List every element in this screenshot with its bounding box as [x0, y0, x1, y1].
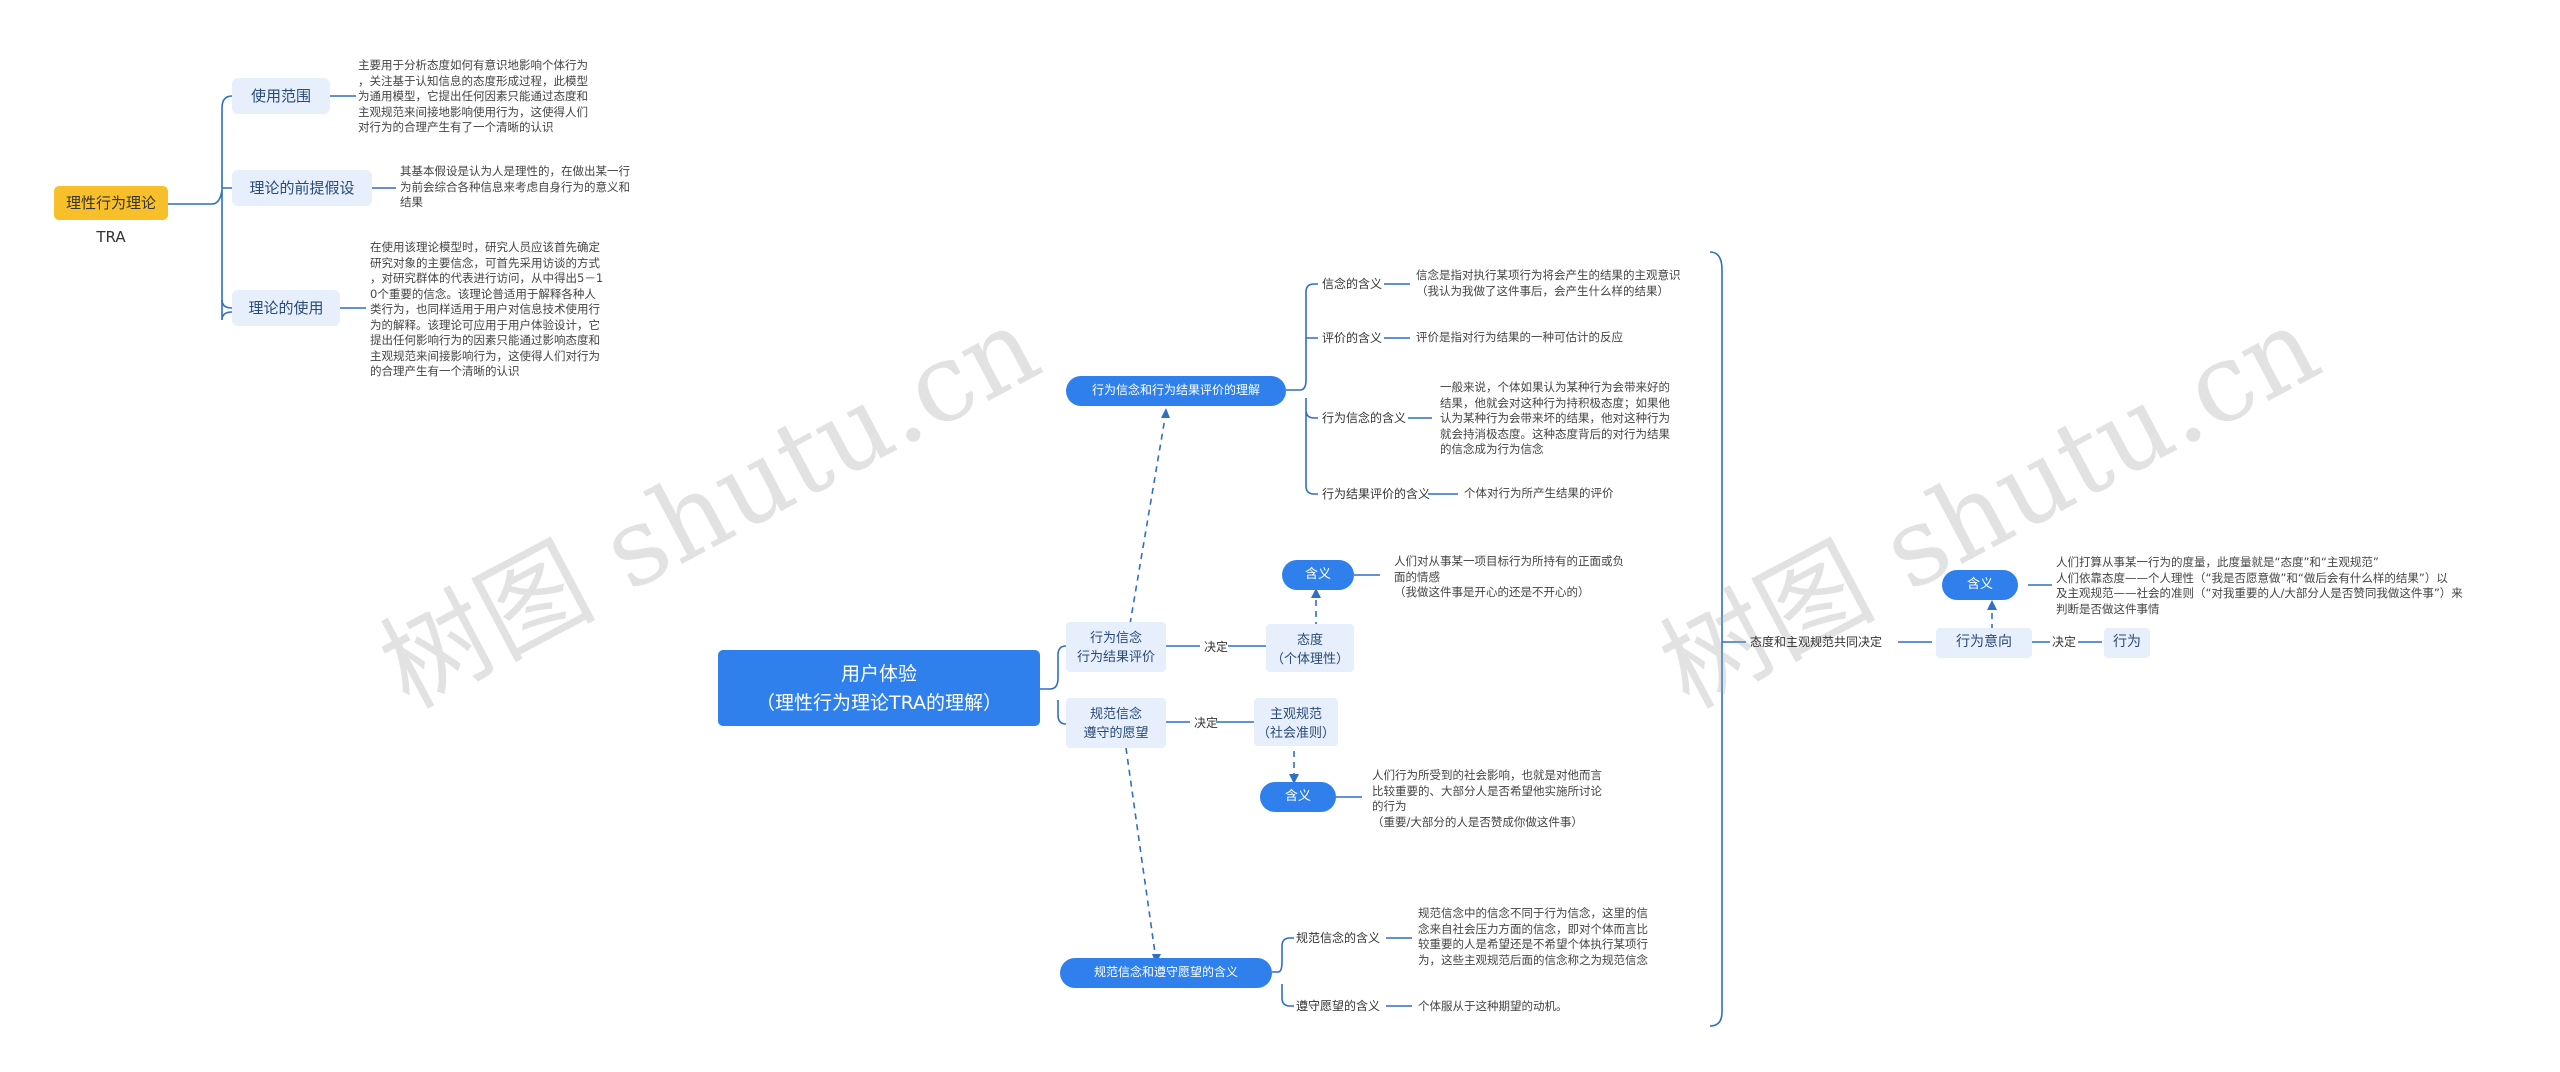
branch-premise-text: 其基本假设是认为人是理性的，在做出某一行 为前会综合各种信息来考虑自身行为的意义… [400, 164, 630, 209]
attitude-meaning-pill[interactable]: 含义 [1282, 560, 1354, 590]
norm-group-text-belief: 规范信念中的信念不同于行为信念，这里的信 念来自社会压力方面的信念，即对个体而言… [1418, 906, 1648, 967]
branch-premise[interactable]: 理论的前提假设 [232, 170, 372, 206]
decide-label: 决定 [1204, 640, 1229, 654]
understanding-text-outcome: 个体对行为所产生结果的评价 [1464, 486, 1614, 500]
norm-group-label-belief: 规范信念的含义 [1296, 931, 1381, 945]
intent-meaning-pill[interactable]: 含义 [1942, 570, 2018, 600]
understanding-label-behavior: 行为信念的含义 [1322, 411, 1407, 425]
norm-group-text-comply: 个体服从于这种期望的动机。 [1418, 999, 1568, 1013]
node-understanding[interactable]: 行为信念和行为结果评价的理解 [1066, 376, 1286, 406]
connector-right-bracket [1709, 251, 1723, 1027]
understanding-text-behavior: 一般来说，个体如果认为某种行为会带来好的 结果，他就会对这种行为持积极态度；如果… [1440, 380, 1670, 456]
intent-meaning-text: 人们打算从事某一行为的度量，此度量就是“态度”和“主观规范” 人们依靠态度——个… [2056, 555, 2463, 616]
arrow-head [1987, 600, 1997, 610]
node-behavior[interactable]: 行为 [2104, 628, 2150, 658]
attitude-meaning-text: 人们对从事某一项目标行为所持有的正面或负 面的情感 （我做这件事是开心的还是不开… [1394, 554, 1624, 599]
joint-decision-label: 态度和主观规范共同决定 [1750, 635, 1883, 649]
dashed-norm-group [1125, 747, 1157, 961]
connector-root [1040, 645, 1070, 725]
arrow-head [1161, 408, 1170, 418]
node-normative-belief[interactable]: 规范信念 遵守的愿望 [1066, 698, 1166, 748]
decide-label: 决定 [2052, 635, 2077, 649]
norm-meaning-text: 人们行为所受到的社会影响，也就是对他而言 比较重要的、大部分人是否希望他实施所讨… [1372, 768, 1602, 829]
branch-scope-text: 主要用于分析态度如何有意识地影响个体行为 ，关注基于认知信息的态度形成过程，此模… [358, 58, 588, 134]
topic-tra[interactable]: 理性行为理论TRA [54, 186, 168, 246]
connector-understanding [1286, 283, 1318, 495]
understanding-text-eval: 评价是指对行为结果的一种可估计的反应 [1416, 330, 1623, 344]
understanding-label-outcome: 行为结果评价的含义 [1322, 487, 1431, 501]
root-topic[interactable]: 用户体验 （理性行为理论TRA的理解） [718, 650, 1040, 726]
norm-group-label-comply: 遵守愿望的含义 [1296, 999, 1381, 1013]
node-behavior-belief[interactable]: 行为信念 行为结果评价 [1066, 622, 1166, 672]
understanding-text-belief: 信念是指对执行某项行为将会产生的结果的主观意识 （我认为我做了这件事后，会产生什… [1416, 268, 1681, 298]
norm-meaning-pill[interactable]: 含义 [1260, 782, 1336, 812]
arrow-head [1289, 774, 1299, 784]
arrow-head [1311, 588, 1321, 598]
branch-scope[interactable]: 使用范围 [232, 78, 330, 114]
dashed-belief-understanding [1129, 411, 1167, 625]
branch-usage[interactable]: 理论的使用 [232, 290, 340, 326]
decide-label: 决定 [1194, 716, 1219, 730]
understanding-label-eval: 评价的含义 [1322, 331, 1383, 345]
node-attitude[interactable]: 态度 （个体理性） [1266, 624, 1354, 672]
node-norm-group[interactable]: 规范信念和遵守愿望的含义 [1060, 958, 1272, 988]
connector-left-bracket [211, 95, 244, 321]
branch-usage-text: 在使用该理论模型时，研究人员应该首先确定 研究对象的主要信念，可首先采用访谈的方… [370, 240, 604, 378]
node-intention[interactable]: 行为意向 [1936, 628, 2032, 658]
node-subjective-norm[interactable]: 主观规范 （社会准则） [1254, 698, 1338, 746]
connector-norm-group [1272, 937, 1294, 1007]
understanding-label-belief: 信念的含义 [1322, 277, 1383, 291]
